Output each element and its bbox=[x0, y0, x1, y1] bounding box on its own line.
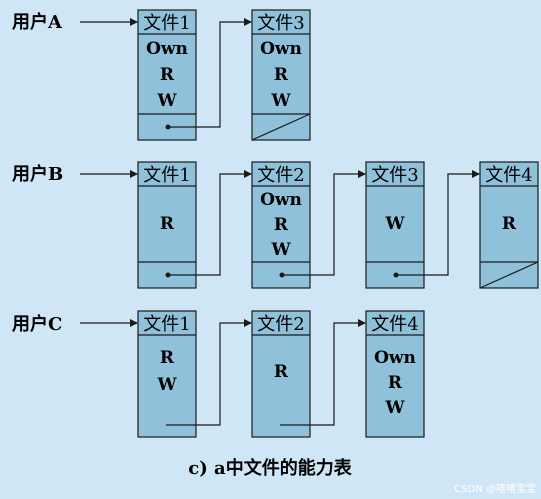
right-label: R bbox=[502, 214, 517, 234]
file-node-b-1: 文件1 R bbox=[137, 161, 197, 289]
user-label-b: 用户B bbox=[12, 163, 63, 185]
right-label: W bbox=[270, 91, 291, 111]
link-arrow bbox=[168, 170, 252, 276]
file-title: 文件4 bbox=[485, 165, 532, 186]
file-node-b-3: 文件3 W bbox=[365, 161, 425, 289]
file-node-a-1: 文件1 Own R W bbox=[137, 9, 197, 141]
right-label: W bbox=[384, 398, 405, 418]
figure-caption: c) a中文件的能力表 bbox=[188, 457, 352, 479]
right-label: R bbox=[388, 373, 403, 393]
right-label: Own bbox=[260, 190, 302, 210]
file-title: 文件4 bbox=[371, 314, 418, 335]
link-arrow bbox=[280, 319, 366, 426]
file-title: 文件1 bbox=[143, 165, 190, 186]
right-label: Own bbox=[374, 348, 416, 368]
file-node-c-3: 文件4 Own R W bbox=[365, 310, 425, 438]
file-title: 文件1 bbox=[143, 314, 190, 335]
right-label: W bbox=[270, 240, 291, 260]
right-label: W bbox=[384, 214, 405, 234]
row-user-a: 用户A 文件1 Own R W 文件3 Own R W bbox=[12, 9, 311, 141]
link-arrow bbox=[168, 18, 252, 128]
row-user-b: 用户B 文件1 R 文件2 Own R W 文件3 W bbox=[12, 161, 539, 289]
null-pointer-slash bbox=[251, 113, 311, 141]
file-title: 文件2 bbox=[257, 314, 304, 335]
user-label-c: 用户C bbox=[12, 313, 62, 335]
file-title: 文件3 bbox=[257, 13, 304, 34]
link-arrow bbox=[282, 170, 366, 276]
row-user-c: 用户C 文件1 R W 文件2 R 文件4 Own R W bbox=[12, 310, 425, 438]
right-label: W bbox=[156, 375, 177, 395]
file-node-c-1: 文件1 R W bbox=[137, 310, 197, 438]
right-label: R bbox=[160, 214, 175, 234]
file-title: 文件3 bbox=[371, 165, 418, 186]
right-label: R bbox=[274, 65, 289, 85]
null-pointer-slash bbox=[479, 261, 539, 289]
link-arrow bbox=[396, 170, 480, 276]
right-label: W bbox=[156, 91, 177, 111]
right-label: Own bbox=[146, 39, 188, 59]
file-title: 文件1 bbox=[143, 13, 190, 34]
file-node-a-2: 文件3 Own R W bbox=[251, 9, 311, 141]
link-arrow bbox=[166, 319, 252, 426]
right-label: R bbox=[274, 215, 289, 235]
file-node-b-2: 文件2 Own R W bbox=[251, 161, 311, 289]
file-title: 文件2 bbox=[257, 165, 304, 186]
right-label: R bbox=[274, 362, 289, 382]
file-node-c-2: 文件2 R bbox=[251, 310, 311, 438]
right-label: R bbox=[160, 65, 175, 85]
user-label-a: 用户A bbox=[12, 11, 63, 33]
watermark: CSDN @嘻嘻宝宝 bbox=[454, 482, 536, 495]
right-label: Own bbox=[260, 39, 302, 59]
file-node-b-4: 文件4 R bbox=[479, 161, 539, 289]
right-label: R bbox=[160, 348, 175, 368]
